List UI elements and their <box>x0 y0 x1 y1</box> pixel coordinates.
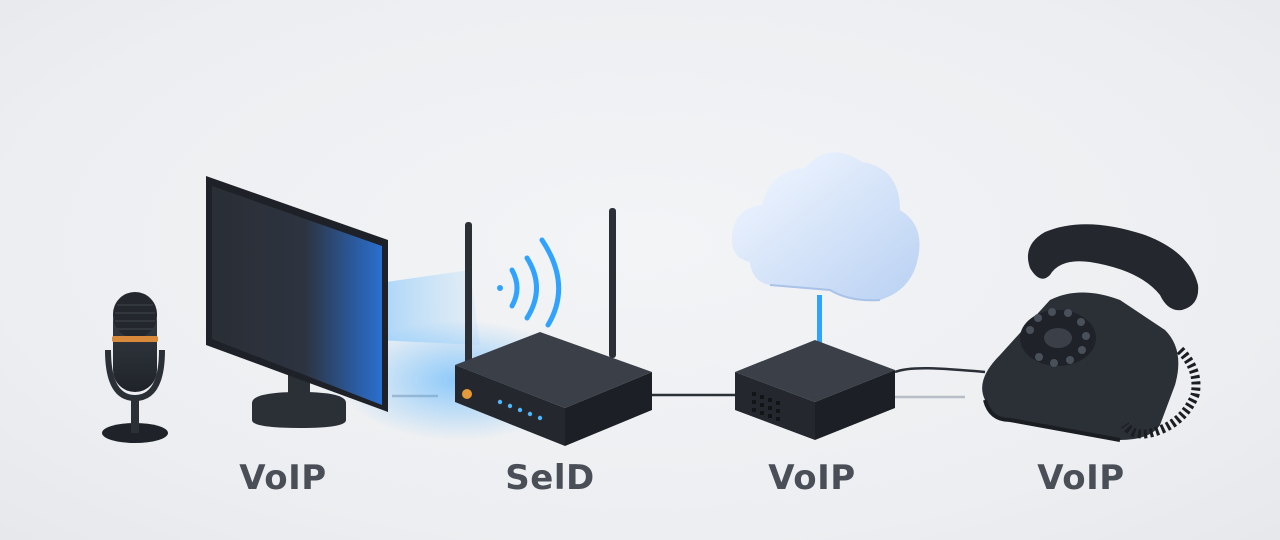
microphone-icon <box>102 292 168 443</box>
label-phone: VoIP <box>1037 458 1125 498</box>
cloud-icon <box>731 152 920 302</box>
uplink-line <box>817 295 822 370</box>
label-voip-adapter: VoIP <box>768 458 856 498</box>
monitor-icon <box>206 176 388 428</box>
router-icon <box>455 208 652 446</box>
wifi-signal-icon <box>497 237 562 328</box>
label-router: SelD <box>505 458 595 498</box>
rotary-phone-icon <box>982 224 1201 442</box>
label-computer: VoIP <box>239 458 327 498</box>
voip-adapter-icon <box>735 340 895 440</box>
